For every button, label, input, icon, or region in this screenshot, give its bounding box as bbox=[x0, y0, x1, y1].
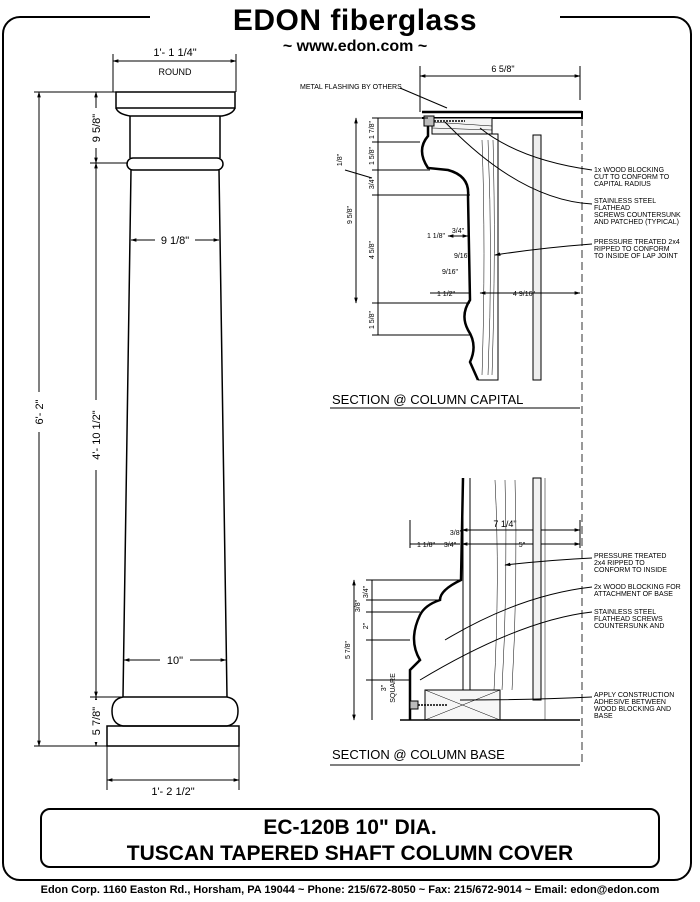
shaft-bottom-dia: 10" bbox=[167, 655, 183, 667]
svg-text:RIPPED TO CONFORM: RIPPED TO CONFORM bbox=[594, 246, 670, 253]
cap-s3: 9/16" bbox=[454, 253, 471, 260]
company-footer: Edon Corp. 1160 Easton Rd., Horsham, PA … bbox=[40, 884, 660, 896]
svg-text:STAINLESS STEEL: STAINLESS STEEL bbox=[594, 609, 656, 616]
capital-section-title: SECTION @ COLUMN CAPITAL bbox=[332, 392, 523, 407]
base-note-1: PRESSURE TREATED 2x4 RIPPED TO CONFORM T… bbox=[594, 553, 667, 574]
svg-text:PRESSURE TREATED: PRESSURE TREATED bbox=[594, 553, 666, 560]
cap-left-small: 1/8" bbox=[337, 153, 344, 166]
base-width-dim: 7 1/4" bbox=[493, 519, 516, 529]
base-v2: 3/8" bbox=[355, 599, 362, 612]
base-width: 1'- 2 1/2" bbox=[151, 786, 194, 798]
base-v5: 3" bbox=[381, 684, 388, 691]
brand-header: EDON fiberglass ~ www.edon.com ~ bbox=[150, 4, 560, 62]
svg-text:2x WOOD BLOCKING FOR: 2x WOOD BLOCKING FOR bbox=[594, 584, 681, 591]
svg-text:STAINLESS STEEL: STAINLESS STEEL bbox=[594, 198, 656, 205]
capital-width: 6 5/8" bbox=[491, 64, 514, 74]
brand-name: EDON fiberglass bbox=[232, 4, 478, 37]
svg-text:COUNTERSUNK AND: COUNTERSUNK AND bbox=[594, 623, 664, 630]
base-note-4: APPLY CONSTRUCTION ADHESIVE BETWEEN WOOD… bbox=[594, 692, 674, 720]
svg-text:WOOD BLOCKING AND: WOOD BLOCKING AND bbox=[594, 706, 671, 713]
cap-d4: 4 5/8" bbox=[369, 240, 376, 259]
base-w2: 5" bbox=[519, 542, 526, 549]
title-block: EC-120B 10" DIA. TUSCAN TAPERED SHAFT CO… bbox=[40, 808, 660, 868]
base-t3: 3/4" bbox=[444, 542, 457, 549]
cap-s4: 9/16" bbox=[442, 269, 459, 276]
base-v1: 3/4" bbox=[363, 585, 370, 598]
shaft-top-dia: 9 1/8" bbox=[161, 235, 189, 247]
brand-url: ~ www.edon.com ~ bbox=[282, 38, 428, 55]
cap-overall: 9 5/8" bbox=[347, 205, 354, 224]
svg-text:TO INSIDE OF LAP JOINT: TO INSIDE OF LAP JOINT bbox=[594, 253, 678, 260]
svg-text:APPLY CONSTRUCTION: APPLY CONSTRUCTION bbox=[594, 692, 674, 699]
base-v3: 2" bbox=[363, 622, 370, 629]
cap-d3: 3/4" bbox=[369, 176, 376, 189]
top-width-label: 1'- 1 1/4" bbox=[153, 47, 196, 59]
product-name: TUSCAN TAPERED SHAFT COLUMN COVER bbox=[126, 842, 574, 865]
svg-text:1x WOOD BLOCKING: 1x WOOD BLOCKING bbox=[594, 167, 664, 174]
svg-text:FLATHEAD SCREWS: FLATHEAD SCREWS bbox=[594, 616, 663, 623]
svg-text:CUT TO CONFORM TO: CUT TO CONFORM TO bbox=[594, 174, 670, 181]
flashing-label: METAL FLASHING BY OTHERS bbox=[300, 84, 402, 91]
cap-s5: 1 1/2" bbox=[437, 291, 456, 298]
cap-s2: 3/4" bbox=[452, 228, 465, 235]
column-elevation: 1'- 1 1/4" ROUND 9 1/8" 10" 1'- 2 1/2" 6 bbox=[32, 47, 240, 798]
cap-s1: 1 1/8" bbox=[427, 233, 446, 240]
svg-text:FLATHEAD: FLATHEAD bbox=[594, 205, 630, 212]
base-height: 5 7/8" bbox=[91, 707, 103, 735]
base-v6: SQUARE bbox=[390, 673, 397, 703]
base-note-3: STAINLESS STEEL FLATHEAD SCREWS COUNTERS… bbox=[594, 609, 664, 630]
svg-text:ATTACHMENT OF BASE: ATTACHMENT OF BASE bbox=[594, 591, 673, 598]
base-t2: 1 1/8" bbox=[417, 542, 436, 549]
base-section-title: SECTION @ COLUMN BASE bbox=[332, 747, 505, 762]
product-code: EC-120B 10" DIA. bbox=[263, 816, 437, 839]
svg-text:SCREWS COUNTERSUNK: SCREWS COUNTERSUNK bbox=[594, 212, 681, 219]
base-t1: 3/8" bbox=[450, 530, 463, 537]
top-round-label: ROUND bbox=[159, 67, 192, 77]
svg-text:BASE: BASE bbox=[594, 713, 613, 720]
shaft-height: 4'- 10 1/2" bbox=[91, 410, 103, 460]
base-section: 7 1/4" 5" 3/8" 1 1/8" 3/4" 3/4" 3/8" 2" … bbox=[330, 477, 681, 766]
svg-text:CAPITAL RADIUS: CAPITAL RADIUS bbox=[594, 181, 651, 188]
capital-note-3: PRESSURE TREATED 2x4 RIPPED TO CONFORM T… bbox=[594, 239, 680, 260]
overall-height: 6'- 2" bbox=[34, 399, 46, 424]
svg-text:ADHESIVE BETWEEN: ADHESIVE BETWEEN bbox=[594, 699, 666, 706]
capital-section: 6 5/8" METAL FLASHING BY OTHERS 1 7/8" 1… bbox=[300, 64, 681, 409]
capital-height: 9 5/8" bbox=[91, 114, 103, 142]
cap-d5: 1 5/8" bbox=[369, 310, 376, 329]
svg-text:CONFORM TO INSIDE: CONFORM TO INSIDE bbox=[594, 567, 667, 574]
cap-d1: 1 7/8" bbox=[369, 120, 376, 139]
capital-note-1: 1x WOOD BLOCKING CUT TO CONFORM TO CAPIT… bbox=[594, 167, 670, 188]
svg-text:PRESSURE TREATED 2x4: PRESSURE TREATED 2x4 bbox=[594, 239, 680, 246]
svg-text:AND PATCHED (TYPICAL): AND PATCHED (TYPICAL) bbox=[594, 219, 679, 226]
base-v4: 5 7/8" bbox=[345, 640, 352, 659]
cap-d2: 1 5/8" bbox=[369, 146, 376, 165]
base-note-2: 2x WOOD BLOCKING FOR ATTACHMENT OF BASE bbox=[594, 584, 681, 598]
cap-s6: 4 9/16" bbox=[513, 291, 535, 298]
capital-note-2: STAINLESS STEEL FLATHEAD SCREWS COUNTERS… bbox=[594, 198, 681, 226]
svg-text:2x4 RIPPED TO: 2x4 RIPPED TO bbox=[594, 560, 645, 567]
